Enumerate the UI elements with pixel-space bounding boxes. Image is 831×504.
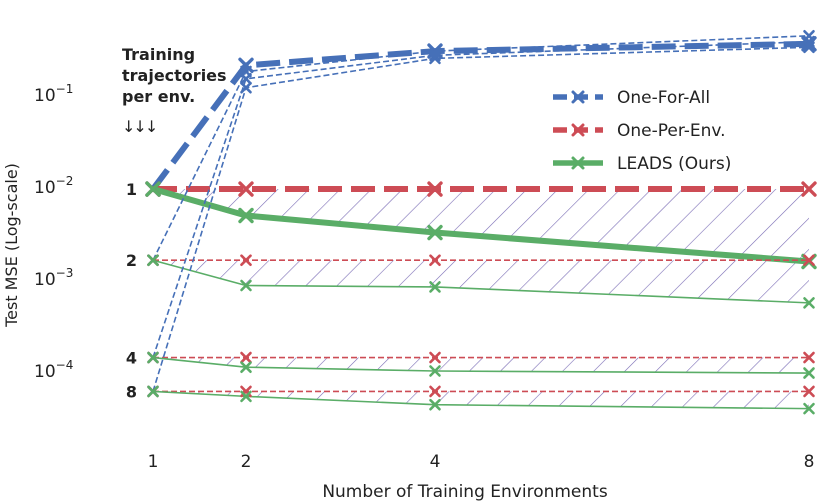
y-axis-label: Test MSE (Log-scale) bbox=[2, 163, 21, 328]
x-axis-label: Number of Training Environments bbox=[322, 482, 608, 502]
one-per-env-point-4-x8 bbox=[803, 351, 815, 364]
annotation-arrows: ↓↓↓ bbox=[122, 117, 156, 136]
leads-point-4-x1 bbox=[147, 351, 159, 364]
leads-point-8-x8 bbox=[803, 402, 815, 415]
one-for-all-point-4-x2 bbox=[240, 72, 252, 85]
hatch-region-8 bbox=[153, 391, 809, 409]
one-for-all-point-1-x2 bbox=[238, 57, 254, 74]
leads-line-8 bbox=[152, 390, 810, 410]
y-tick-base: 10 bbox=[34, 86, 56, 106]
one-for-all-line-1 bbox=[150, 40, 810, 191]
leads-point-1-x1 bbox=[145, 181, 161, 197]
y-tick-label: 10−4 bbox=[34, 358, 73, 382]
leads-point-4-x8 bbox=[803, 367, 815, 379]
y-tick-exponent: −4 bbox=[56, 358, 74, 372]
trajectory-group-label: 2 bbox=[126, 251, 137, 270]
trajectory-group-label: 8 bbox=[126, 382, 137, 401]
one-for-all-line-2 bbox=[152, 35, 810, 261]
y-tick-label: 10−3 bbox=[34, 266, 73, 290]
one-per-env-point-4-x2 bbox=[240, 351, 252, 364]
x-tick-label: 2 bbox=[241, 452, 252, 472]
leads-line-2 bbox=[152, 259, 810, 304]
one-for-all-point-8-x2 bbox=[240, 81, 252, 94]
legend-one-per-env-marker bbox=[571, 123, 585, 137]
y-tick-exponent: −2 bbox=[56, 174, 74, 188]
leads-point-1-x2 bbox=[238, 207, 254, 224]
leads-point-2-x2 bbox=[240, 279, 252, 292]
hatch-region-1 bbox=[153, 189, 809, 262]
y-tick-base: 10 bbox=[34, 362, 56, 382]
y-tick-label: 10−2 bbox=[34, 174, 73, 198]
annotation-line: trajectories bbox=[122, 66, 227, 85]
y-tick-exponent: −3 bbox=[56, 266, 74, 280]
one-per-env-point-8-x4 bbox=[429, 385, 441, 398]
y-tick-base: 10 bbox=[34, 270, 56, 290]
legend-leads: LEADS (Ours) bbox=[553, 154, 731, 174]
series-layer bbox=[145, 30, 817, 415]
one-for-all-line-4 bbox=[152, 40, 810, 358]
group-8-traj bbox=[147, 41, 815, 415]
trajectory-group-label: 1 bbox=[126, 180, 137, 199]
leads-point-8-x1 bbox=[147, 385, 159, 398]
legend-one-for-all-marker bbox=[571, 90, 585, 104]
one-for-all-line-8 bbox=[152, 46, 810, 392]
hatch-region-2 bbox=[153, 260, 809, 303]
one-per-env-point-1-x8 bbox=[801, 181, 817, 197]
annotation-line: Training bbox=[122, 45, 195, 64]
group-2-traj bbox=[147, 30, 815, 309]
leads-point-2-x1 bbox=[147, 254, 159, 267]
x-tick-label: 8 bbox=[804, 452, 815, 472]
leads-point-8-x4 bbox=[429, 398, 441, 411]
one-per-env-point-1-x4 bbox=[427, 181, 443, 197]
y-tick-base: 10 bbox=[34, 178, 56, 198]
x-tick-label: 1 bbox=[148, 452, 159, 472]
leads-line-1 bbox=[152, 186, 810, 265]
one-for-all-point-8-x8 bbox=[803, 41, 815, 54]
y-tick-label: 10−1 bbox=[34, 82, 73, 106]
one-for-all-point-8-x4 bbox=[429, 52, 441, 65]
one-per-env-point-2-x8 bbox=[803, 254, 815, 267]
improvement-hatch-layer bbox=[153, 189, 809, 409]
legend-one-per-env-label: One-Per-Env. bbox=[617, 121, 726, 141]
one-per-env-point-2-x2 bbox=[240, 254, 252, 267]
leads-point-2-x8 bbox=[803, 297, 815, 309]
one-per-env-point-4-x4 bbox=[429, 351, 441, 364]
leads-point-4-x4 bbox=[429, 365, 441, 377]
y-tick-exponent: −1 bbox=[56, 82, 74, 96]
legend-one-per-env: One-Per-Env. bbox=[553, 121, 726, 141]
hatch-region-4 bbox=[153, 357, 809, 374]
one-per-env-point-1-x2 bbox=[238, 181, 254, 197]
group-4-traj bbox=[147, 35, 815, 379]
legend-leads-label: LEADS (Ours) bbox=[617, 154, 731, 174]
one-per-env-point-2-x4 bbox=[429, 254, 441, 267]
leads-line-4 bbox=[152, 356, 810, 374]
annotation-line: per env. bbox=[122, 87, 195, 106]
leads-point-2-x4 bbox=[429, 281, 441, 293]
annotation-layer: Training trajectories per env. ↓↓↓ 1 2 4 8 bbox=[122, 45, 227, 401]
x-tick-label: 4 bbox=[430, 452, 441, 472]
legend-one-for-all: One-For-All bbox=[553, 88, 710, 108]
trajectory-group-label: 4 bbox=[126, 349, 137, 368]
legend-one-for-all-label: One-For-All bbox=[617, 88, 710, 108]
leads-point-8-x2 bbox=[240, 390, 252, 403]
leads-point-4-x2 bbox=[240, 361, 252, 373]
one-per-env-point-8-x8 bbox=[803, 385, 815, 398]
leads-point-1-x4 bbox=[427, 224, 443, 241]
legend-leads-marker bbox=[571, 156, 585, 170]
